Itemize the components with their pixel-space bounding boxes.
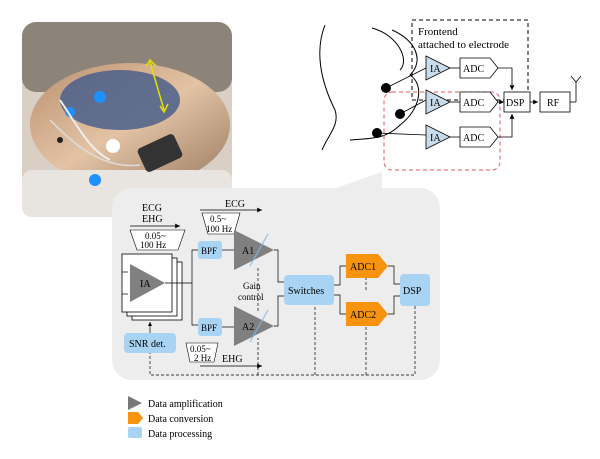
triangle-icon bbox=[128, 396, 142, 410]
ia-stage-2: IA bbox=[425, 89, 451, 115]
dsp-block: DSP bbox=[400, 274, 430, 306]
svg-text:DSP: DSP bbox=[506, 98, 525, 109]
ecg-ehg-label-1: ECG bbox=[142, 203, 162, 214]
switches-block: Switches bbox=[284, 275, 334, 305]
dsp-block-top: DSP bbox=[503, 91, 531, 113]
adc1-block: ADC1 bbox=[346, 254, 388, 278]
patient-photo bbox=[22, 22, 232, 217]
detail-panel bbox=[112, 188, 440, 380]
red-dashed-box bbox=[383, 91, 501, 171]
bpf-top: BPF bbox=[198, 241, 222, 259]
svg-text:A2: A2 bbox=[242, 322, 254, 333]
svg-text:BPF: BPF bbox=[201, 246, 217, 256]
svg-text:RF: RF bbox=[547, 98, 560, 109]
frontend-label-1: Frontend bbox=[418, 26, 458, 38]
ecg-top-label: ECG bbox=[225, 199, 245, 210]
adc2-block: ADC2 bbox=[346, 302, 388, 326]
bw-ecg-2: 100 Hz bbox=[206, 224, 232, 234]
rounded-square-icon bbox=[128, 427, 142, 438]
svg-text:Data processing: Data processing bbox=[148, 429, 212, 440]
amp-a1: A1 bbox=[234, 230, 274, 270]
svg-text:ADC1: ADC1 bbox=[350, 262, 376, 273]
svg-text:A1: A1 bbox=[242, 246, 254, 257]
svg-text:BPF: BPF bbox=[201, 323, 217, 333]
ehg-bottom-label: EHG bbox=[222, 354, 243, 365]
svg-text:ADC2: ADC2 bbox=[350, 310, 376, 321]
legend: Data amplification Data conversion Data … bbox=[128, 396, 223, 440]
legend-item-amplification: Data amplification bbox=[128, 396, 223, 410]
svg-text:Switches: Switches bbox=[288, 286, 324, 297]
svg-text:IA: IA bbox=[430, 64, 441, 75]
svg-text:IA: IA bbox=[430, 98, 441, 109]
pentagon-icon bbox=[128, 412, 143, 424]
rf-block: RF bbox=[539, 91, 571, 113]
snr-block: SNR det. bbox=[124, 333, 176, 353]
bw-ecg-1: 0.5~ bbox=[210, 214, 226, 224]
svg-text:IA: IA bbox=[140, 279, 151, 290]
svg-text:DSP: DSP bbox=[403, 286, 422, 297]
svg-text:ADC: ADC bbox=[463, 133, 484, 144]
bw-wide-1: 0.05~ bbox=[145, 231, 166, 241]
ia-block: IA bbox=[121, 253, 183, 321]
svg-text:ADC: ADC bbox=[463, 64, 484, 75]
adc-stage-1: ADC bbox=[459, 57, 499, 79]
svg-text:IA: IA bbox=[430, 133, 441, 144]
svg-text:SNR det.: SNR det. bbox=[129, 339, 166, 350]
bpf-bottom: BPF bbox=[198, 318, 222, 336]
bw-ehg-1: 0.05~ bbox=[190, 344, 211, 354]
gain-label-1: Gain bbox=[243, 281, 261, 291]
svg-text:Data conversion: Data conversion bbox=[148, 414, 213, 425]
bw-wide-2: 100 Hz bbox=[140, 240, 166, 250]
bw-ehg-2: 2 Hz bbox=[194, 353, 211, 363]
amp-a2: A2 bbox=[234, 306, 274, 346]
adc-stage-2: ADC bbox=[459, 91, 499, 113]
callout-tail bbox=[330, 172, 382, 190]
svg-text:ADC: ADC bbox=[463, 98, 484, 109]
svg-text:Data amplification: Data amplification bbox=[148, 399, 223, 410]
ecg-ehg-label-2: EHG bbox=[142, 214, 163, 225]
legend-item-conversion: Data conversion bbox=[128, 412, 213, 425]
gain-label-2: control bbox=[238, 292, 264, 302]
ia-stage-1: IA bbox=[425, 55, 451, 81]
torso-sketch bbox=[319, 24, 420, 151]
frontend-label-2: attached to electrode bbox=[418, 39, 509, 51]
ia-stage-3: IA bbox=[425, 124, 451, 150]
adc-stage-3: ADC bbox=[459, 126, 499, 148]
legend-item-processing: Data processing bbox=[128, 427, 212, 440]
